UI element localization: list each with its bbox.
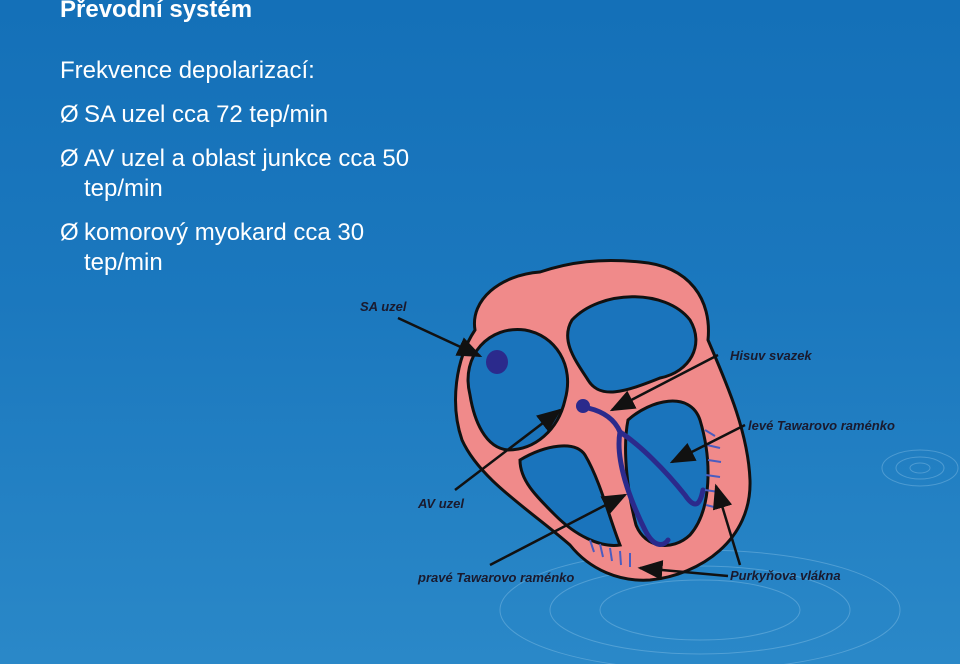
- sa-node-label: SA uzel: [360, 299, 407, 314]
- subtitle: Frekvence depolarizací:: [60, 57, 315, 84]
- bullet-text: AV uzel a oblast junkce cca 50 tep/min: [84, 145, 410, 202]
- text-block: Frekvence depolarizací: Ø SA uzel cca 72…: [60, 56, 440, 292]
- pointer-arrows: [397, 316, 746, 580]
- purkinje-arrow-2: [637, 560, 729, 580]
- purkinje-arrow-1: [712, 483, 742, 566]
- his-bundle: [585, 405, 623, 435]
- bullet-icon: Ø: [60, 101, 79, 128]
- purkinje-label: Purkyňova vlákna: [730, 568, 841, 583]
- sa-node-arrow: [397, 316, 483, 358]
- left-branch-label: levé Tawarovo raménko: [748, 418, 895, 433]
- bullet-item: Ø AV uzel a oblast junkce cca 50 tep/min: [60, 144, 440, 204]
- av-node-label: AV uzel: [417, 496, 464, 511]
- his-bundle-label: Hisuv svazek: [730, 348, 812, 363]
- bullet-item: Ø komorový myokard cca 30 tep/min: [60, 218, 440, 278]
- conduction-system: [486, 350, 706, 547]
- right-bundle-branch: [616, 429, 671, 547]
- bullet-icon: Ø: [60, 219, 79, 246]
- right-ventricle-cavity: [518, 444, 623, 547]
- bullet-text: komorový myokard cca 30 tep/min: [84, 219, 365, 276]
- bullet-item: Ø SA uzel cca 72 tep/min: [60, 100, 440, 130]
- bullet-text: SA uzel cca 72 tep/min: [84, 101, 329, 128]
- av-node-arrow: [454, 408, 562, 491]
- left-bundle-branch: [617, 429, 706, 507]
- heart: [454, 258, 752, 582]
- right-branch-label: pravé Tawarovo raménko: [417, 570, 574, 585]
- left-atrium-cavity: [566, 295, 698, 394]
- sa-node: [486, 350, 508, 374]
- slide-title: Převodní systém: [60, 0, 253, 23]
- bullet-icon: Ø: [60, 145, 79, 172]
- left-branch-arrow: [669, 423, 746, 464]
- right-branch-arrow: [489, 493, 628, 567]
- his-bundle-arrow: [609, 353, 719, 412]
